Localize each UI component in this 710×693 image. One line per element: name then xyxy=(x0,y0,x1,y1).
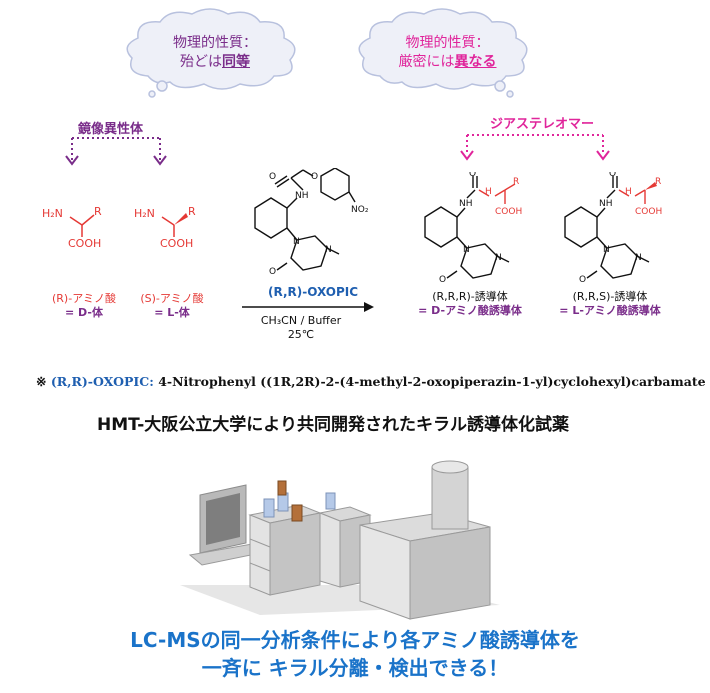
cloud-right-prefix: 厳密には xyxy=(398,54,455,70)
atom-h2n-s: H₂N xyxy=(134,207,155,220)
atom-h-2: H xyxy=(625,187,632,197)
atom-nh-1: NH xyxy=(459,199,473,209)
bottom-message-line2: 一斉に キラル分離・検出できる！ xyxy=(201,656,509,680)
product-rrr-labels: (R,R,R)-誘導体 = D-アミノ酸誘導体 xyxy=(405,290,535,318)
amino-acid-s-labels: (S)-アミノ酸 = L-体 xyxy=(132,292,212,320)
oxopic-structure: O O NH NO₂ N N O xyxy=(254,168,369,277)
atom-n4: N xyxy=(325,245,332,255)
atom-no2: NO₂ xyxy=(351,205,369,215)
cloud-left-line2: 殆どは同等 xyxy=(150,53,280,72)
amino-acid-s-name: (S)-アミノ酸 xyxy=(140,292,204,305)
atom-h2n: H₂N xyxy=(42,207,63,220)
atom-cooh-s: COOH xyxy=(160,237,193,250)
amino-acid-r-name: (R)-アミノ酸 xyxy=(52,292,116,305)
atom-o-lactam-1: O xyxy=(439,275,446,285)
atom-nh-2: NH xyxy=(599,199,613,209)
atom-o-ester: O xyxy=(311,172,318,182)
atom-h-1: H xyxy=(485,187,492,197)
atom-r: R xyxy=(94,205,102,218)
product-rrr-eq: = D-アミノ酸誘導体 xyxy=(418,304,522,317)
bottom-message: LC-MSの同一分析条件により各アミノ酸誘導体を 一斉に キラル分離・検出できる… xyxy=(0,626,710,682)
amino-acid-s-structure: H₂N R COOH xyxy=(134,205,196,250)
atom-o-lactam: O xyxy=(269,267,276,277)
footnote-reagent-name: (R,R)-OXOPIC: xyxy=(50,374,154,389)
atom-r-1: R xyxy=(513,177,519,187)
atom-cooh-1: COOH xyxy=(495,207,522,217)
condition-temp: 25℃ xyxy=(287,328,315,341)
atom-cooh: COOH xyxy=(68,237,101,250)
product-rrr-structure: O NH H R COOH N N O xyxy=(424,172,522,285)
reaction-arrow xyxy=(242,302,374,312)
diastereomer-arrows xyxy=(460,134,610,161)
atom-o-carbonyl: O xyxy=(269,172,276,182)
atom-r-2: R xyxy=(655,177,661,187)
atom-n4-1: N xyxy=(495,253,502,263)
product-rrs-labels: (R,R,S)-誘導体 = L-アミノ酸誘導体 xyxy=(545,290,675,318)
atom-nh: NH xyxy=(295,191,309,201)
amino-acid-s-eq: = L-体 xyxy=(154,306,190,319)
bottom-message-line1: LC-MSの同一分析条件により各アミノ酸誘導体を xyxy=(130,628,580,652)
atom-o-urea-1: O xyxy=(469,172,476,179)
cloud-right-text: 物理的性質： 厳密には異なる xyxy=(380,34,515,72)
lcms-instrument-illustration xyxy=(180,460,500,620)
product-rrr-name: (R,R,R)-誘導体 xyxy=(432,290,508,303)
cloud-right-emph: 異なる xyxy=(454,54,497,70)
footnote-iupac: 4-Nitrophenyl ((1R,2R)-2-(4-methyl-2-oxo… xyxy=(158,374,706,389)
cloud-left-prefix: 殆どは xyxy=(180,54,222,70)
reagent-label: (R,R)-OXOPIC xyxy=(268,285,359,299)
developer-heading: HMT-大阪公立大学により共同開発されたキラル誘導体化試薬 xyxy=(97,415,569,435)
cloud-left-line1: 物理的性質： xyxy=(173,35,257,51)
cloud-left-emph: 同等 xyxy=(222,54,250,70)
amino-acid-r-eq: = D-体 xyxy=(65,306,103,319)
enantiomer-arrows xyxy=(65,137,167,166)
diastereomer-label: ジアステレオマー xyxy=(490,117,595,132)
atom-cooh-2: COOH xyxy=(635,207,662,217)
cloud-left-text: 物理的性質： 殆どは同等 xyxy=(150,34,280,72)
atom-n1: N xyxy=(293,237,300,247)
amino-acid-r-labels: (R)-アミノ酸 = D-体 xyxy=(44,292,124,320)
atom-n1-1: N xyxy=(463,245,470,255)
footnote-mark: ※ xyxy=(36,374,47,389)
product-rrs-eq: = L-アミノ酸誘導体 xyxy=(559,304,661,317)
cloud-right-line2: 厳密には異なる xyxy=(380,53,515,72)
atom-n4-2: N xyxy=(635,253,642,263)
footnote: ※ (R,R)-OXOPIC: 4-Nitrophenyl ((1R,2R)-2… xyxy=(36,374,706,389)
cloud-right-line1: 物理的性質： xyxy=(405,35,490,51)
atom-n1-2: N xyxy=(603,245,610,255)
condition-solvent: CH₃CN / Buffer xyxy=(260,314,342,327)
reaction-conditions: CH₃CN / Buffer 25℃ xyxy=(240,314,362,342)
product-rrs-name: (R,R,S)-誘導体 xyxy=(572,290,648,303)
atom-o-urea-2: O xyxy=(609,172,616,179)
cloud-left xyxy=(126,8,296,98)
amino-acid-r-structure: H₂N R COOH xyxy=(42,205,102,250)
cloud-right xyxy=(358,8,528,98)
product-rrs-structure: O NH H R COOH N N O xyxy=(564,172,662,285)
atom-o-lactam-2: O xyxy=(579,275,586,285)
atom-r-s: R xyxy=(188,205,196,218)
enantiomer-label: 鏡像異性体 xyxy=(78,122,144,137)
